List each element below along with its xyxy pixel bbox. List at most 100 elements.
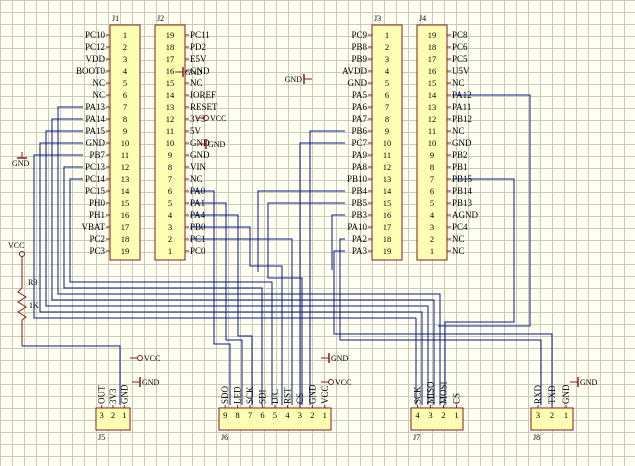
wire-r3-to-j5	[22, 345, 121, 405]
j1-pin-number: 1	[123, 30, 127, 40]
j1-pin-label: PC14	[85, 174, 106, 184]
j2-pin-label: PC0	[190, 246, 206, 256]
j3-pin-label: PB5	[351, 198, 367, 208]
j4-pin-label: PB1	[452, 162, 468, 172]
j5-pin-number: 1	[122, 410, 126, 420]
j1-gnd-label: GND	[12, 159, 30, 168]
wire-pb6	[309, 130, 345, 405]
j4-pin-label: PB2	[452, 150, 468, 160]
j6-pin-number: 1	[323, 410, 327, 420]
j2-pin-label: GND	[190, 150, 210, 160]
j3-pin-number: 19	[383, 246, 392, 256]
j3-pin-label: PC9	[351, 30, 367, 40]
j2-gnd-right-label: GND	[185, 68, 203, 77]
j3-pin-label: PA10	[347, 222, 367, 232]
j1-pin-label: GND	[86, 138, 106, 148]
j3-body	[371, 24, 403, 261]
j8-pin-number: 3	[536, 410, 540, 420]
j4-pin-label: GND	[452, 138, 472, 148]
j4-pin-number: 16	[428, 66, 437, 76]
j6-pin-label: GND	[307, 384, 317, 404]
j4-pin-number: 10	[428, 138, 437, 148]
j3-ref: J3	[374, 14, 381, 23]
j7-pin-number: 1	[454, 410, 458, 420]
j6-pin-label: SDO	[220, 385, 230, 404]
j2-pin-label: VIN	[190, 162, 206, 172]
j3-pin-number: 12	[383, 162, 392, 172]
j2-pin-label: PC11	[190, 30, 210, 40]
j2-pin-number: 4	[168, 210, 173, 220]
j1-pin-number: 9	[123, 126, 127, 136]
wire-pc14	[69, 178, 273, 405]
j7-pin-label: CS	[452, 393, 462, 404]
j2-pin-number: 19	[166, 30, 175, 40]
j3-pin-label: PB9	[351, 54, 367, 64]
wire-pa2	[339, 238, 542, 405]
j4-pin-label: NC	[452, 78, 465, 88]
j2-pin-number: 8	[168, 162, 172, 172]
j3-pin-number: 9	[385, 126, 389, 136]
j4-pin-number: 19	[428, 30, 437, 40]
j1-body	[109, 24, 141, 261]
j3-pin-number: 2	[385, 42, 389, 52]
wire-pa14	[51, 118, 435, 405]
j2-ref: J2	[157, 14, 164, 23]
j2-pin-number: 18	[166, 42, 175, 52]
j4-pin-label: PC8	[452, 30, 468, 40]
j3-pin-number: 3	[385, 54, 389, 64]
j7-ref: J7	[413, 433, 420, 442]
j2-pin-label: NC	[190, 174, 203, 184]
j1-pin-label: PA15	[85, 126, 105, 136]
wire-pb0	[190, 226, 283, 405]
j2-pin-label: PD2	[190, 42, 206, 52]
j4-pin-number: 4	[430, 210, 435, 220]
j3-pin-label: PB8	[351, 42, 367, 52]
j5-gnd-label: GND	[142, 378, 160, 387]
j2-pin-number: 14	[166, 90, 175, 100]
resistor-vcc-label: VCC	[8, 241, 24, 250]
j3-pin-number: 16	[383, 210, 392, 220]
j2-pin-label: IOREF	[190, 90, 216, 100]
j1-pin-label: PC10	[85, 30, 106, 40]
j3-pin-label: PA3	[352, 246, 368, 256]
j4-pin-number: 3	[430, 222, 434, 232]
j5-pin-number: 3	[100, 410, 104, 420]
j2-gnd2-label: GND	[208, 140, 226, 149]
j1-pin-number: 17	[121, 222, 130, 232]
j2-pin-number: 10	[166, 138, 175, 148]
j8-pin-number: 2	[550, 410, 554, 420]
j1-pin-number: 2	[123, 42, 127, 52]
j1-pin-label: PA13	[85, 102, 105, 112]
j3-pin-label: PB6	[351, 126, 367, 136]
resistor-ref: R3	[28, 278, 37, 287]
j1-ref: J1	[112, 14, 119, 23]
j1-pin-label: NC	[92, 78, 105, 88]
j3-pin-label: PA7	[352, 114, 368, 124]
j6-pin-number: 8	[236, 410, 240, 420]
wire-pa12	[438, 94, 531, 327]
j4-pin-label: NC	[452, 234, 465, 244]
j3-pin-number: 14	[383, 186, 392, 196]
j1-pin-label: PH1	[89, 210, 105, 220]
j5-pin-number: 2	[111, 410, 115, 420]
j4-pin-number: 12	[428, 114, 437, 124]
j1-pin-number: 14	[121, 186, 130, 196]
j4-pin-label: PB12	[452, 114, 472, 124]
j4-pin-label: PC6	[452, 42, 468, 52]
j3-pin-label: GND	[348, 78, 368, 88]
wire-pa3	[333, 250, 553, 405]
j6-pin-label: LED	[233, 386, 243, 404]
j4-pin-label: NC	[452, 126, 465, 136]
wire-pb5	[267, 202, 345, 405]
j8-pin-label: GND	[561, 384, 571, 404]
j3-pin-label: PB3	[351, 210, 367, 220]
j6-pin-number: 5	[273, 410, 277, 420]
j2-pin-number: 12	[166, 114, 175, 124]
j2-pin-number: 15	[166, 78, 175, 88]
j2-pin-label: 5V	[190, 126, 202, 136]
j3-pin-label: PA2	[352, 234, 367, 244]
j1-pin-label: VBAT	[81, 222, 105, 232]
j4-pin-label: AGND	[452, 210, 478, 220]
j4-pin-label: NC	[452, 246, 465, 256]
